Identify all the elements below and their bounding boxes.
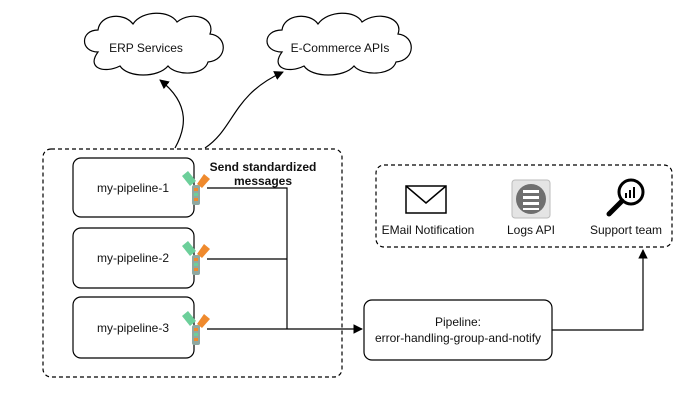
cloud-erp-services: ERP Services [83,12,224,76]
annotation-line-2: messages [234,174,292,188]
error-pipeline-line-2: error-handling-group-and-notify [375,331,541,345]
magnifier-icon [606,178,645,217]
arrow-to-ecommerce [204,71,284,149]
error-pipeline-line-1: Pipeline: [435,315,481,329]
destination-label-email: EMail Notification [382,223,475,237]
destination-label-logs: Logs API [507,223,555,237]
cloud-shape [83,12,224,76]
destinations-container [375,164,673,248]
arrow-to-destinations [552,249,648,331]
annotation-line-1: Send standardized [210,160,317,174]
error-handling-pipeline-box[interactable]: Pipeline: error-handling-group-and-notif… [363,299,553,361]
logs-icon [511,179,551,219]
pipeline-label: my-pipeline-2 [97,251,169,265]
pipelines-group-container [42,148,343,378]
connector-pipeline-1 [207,187,288,329]
destination-label-support: Support team [590,223,662,237]
cloud-ecommerce-label: E-Commerce APIs [291,41,390,55]
pipeline-box-1[interactable]: my-pipeline-1 [72,157,195,218]
pipeline-box-2[interactable]: my-pipeline-2 [72,227,195,289]
cloud-ecommerce-apis: E-Commerce APIs [266,12,412,76]
pipeline-label: my-pipeline-3 [97,321,169,335]
cloud-shape [266,12,412,76]
cloud-erp-label: ERP Services [109,41,183,55]
pipeline-label: my-pipeline-1 [97,181,169,195]
envelope-icon [405,185,447,214]
arrow-to-erp [159,79,184,149]
pipeline-box-3[interactable]: my-pipeline-3 [72,296,195,359]
